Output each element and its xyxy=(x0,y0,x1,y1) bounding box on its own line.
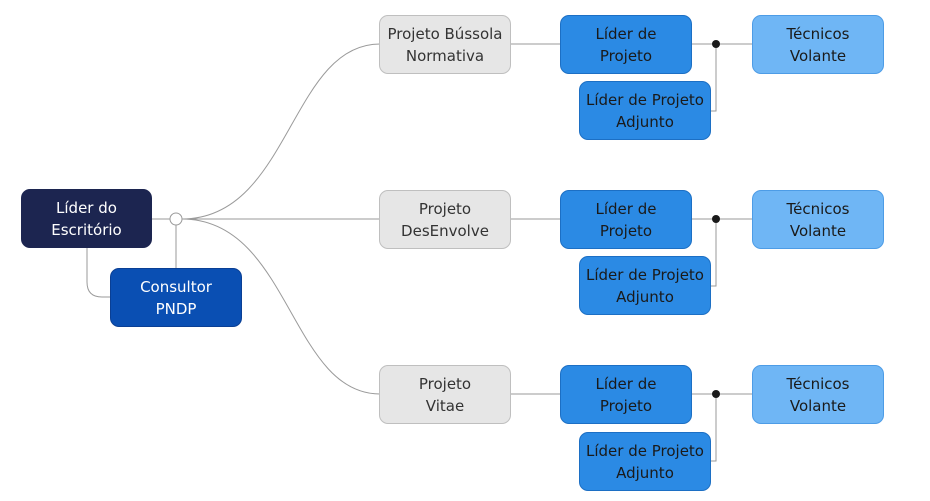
project-node-2[interactable]: Projeto DesEnvolve xyxy=(379,190,511,249)
project-node-1[interactable]: Projeto Bússola Normativa xyxy=(379,15,511,74)
connector-root-consultant xyxy=(86,248,110,298)
connector-leader-adjunto-1 xyxy=(711,44,717,112)
hub-node xyxy=(169,212,183,226)
junction-dot-2 xyxy=(712,215,720,223)
adjunto-node-3[interactable]: Líder de Projeto Adjunto xyxy=(579,432,711,491)
project-node-3[interactable]: Projeto Vitae xyxy=(379,365,511,424)
connector-hub-project-1 xyxy=(181,43,381,220)
leader-node-2[interactable]: Líder de Projeto xyxy=(560,190,692,249)
root-node-lider-escritorio[interactable]: Líder do Escritório xyxy=(21,189,152,248)
leader-node-1[interactable]: Líder de Projeto xyxy=(560,15,692,74)
tecnicos-node-2[interactable]: Técnicos Volante xyxy=(752,190,884,249)
adjunto-node-2[interactable]: Líder de Projeto Adjunto xyxy=(579,256,711,315)
junction-dot-3 xyxy=(712,390,720,398)
adjunto-node-1[interactable]: Líder de Projeto Adjunto xyxy=(579,81,711,140)
junction-dot-1 xyxy=(712,40,720,48)
tecnicos-node-1[interactable]: Técnicos Volante xyxy=(752,15,884,74)
leader-node-3[interactable]: Líder de Projeto xyxy=(560,365,692,424)
tecnicos-node-3[interactable]: Técnicos Volante xyxy=(752,365,884,424)
connector-leader-adjunto-3 xyxy=(711,394,717,462)
connector-leader-adjunto-2 xyxy=(711,219,717,287)
consultant-node[interactable]: Consultor PNDP xyxy=(110,268,242,327)
connector-hub-project-3 xyxy=(181,218,381,395)
